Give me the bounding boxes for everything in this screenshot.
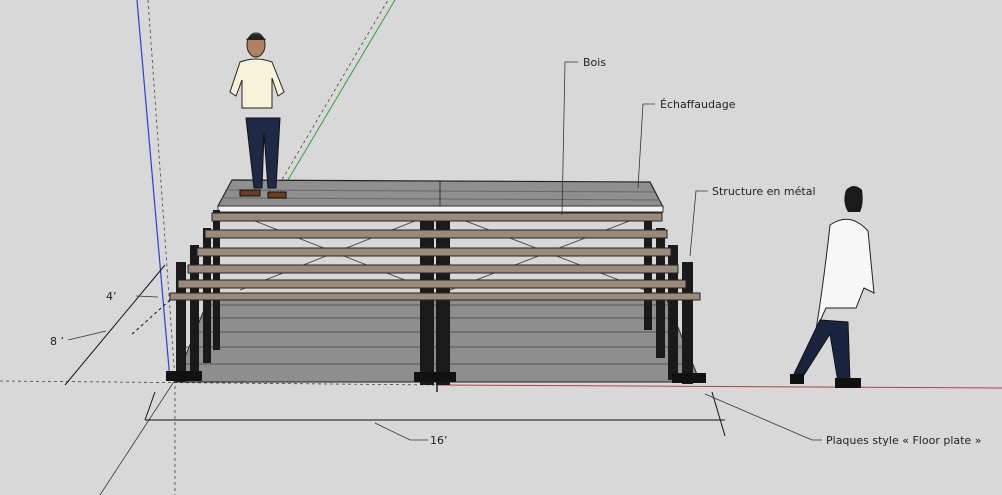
green-axis: [284, 0, 396, 186]
label-echaffaudage: Échaffaudage: [660, 98, 736, 111]
top-deck: [216, 179, 664, 213]
blue-axis-dashed: [147, 0, 176, 381]
dimension-height: 4’: [106, 290, 117, 303]
label-bois: Bois: [583, 56, 606, 69]
axis-diagonal: [99, 379, 176, 495]
label-structure-metal: Structure en métal: [712, 185, 816, 198]
dimension-depth: 8 ’: [50, 335, 64, 348]
dimension-width: 16’: [430, 434, 448, 447]
leader-lines: [67, 61, 822, 441]
woman-figure: [790, 186, 875, 388]
label-floor-plates: Plaques style « Floor plate »: [826, 434, 981, 447]
green-axis-dashed: [269, 0, 389, 201]
blue-axis: [136, 0, 171, 381]
wood-rails: [169, 212, 701, 301]
red-axis: [439, 384, 1002, 389]
dimension-lines: [64, 264, 726, 437]
man-figure: [229, 32, 287, 199]
red-axis-dashed: [0, 380, 441, 386]
base-plates: [166, 371, 706, 383]
